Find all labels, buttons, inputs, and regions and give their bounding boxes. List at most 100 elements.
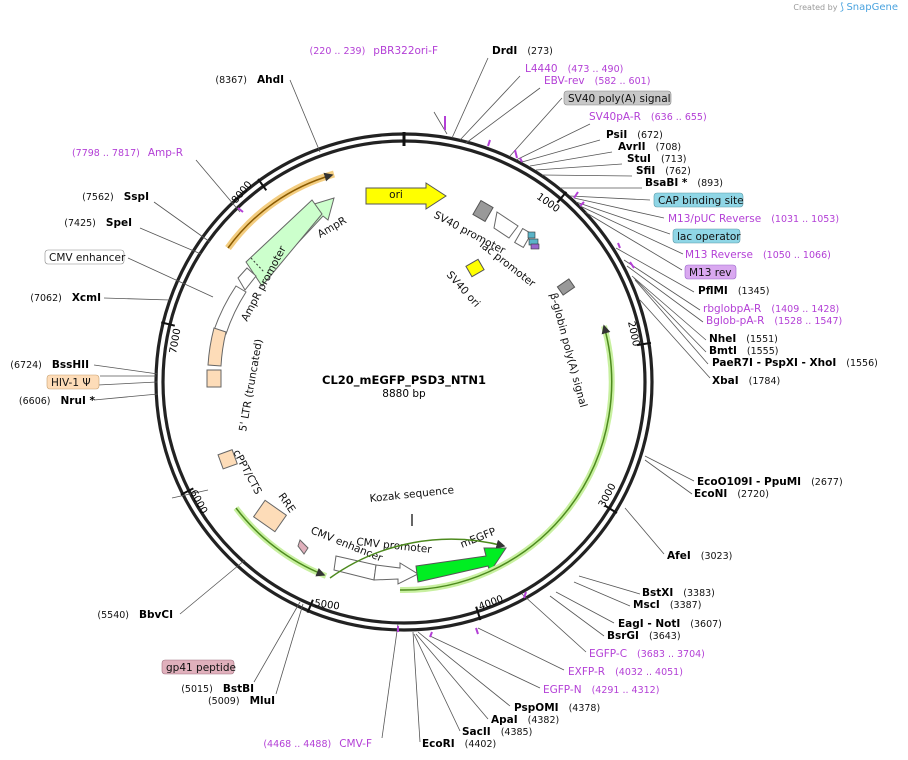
- leader-line: [579, 205, 684, 255]
- site-ecoo109i: EcoO109I - PpuMI(2677): [697, 476, 843, 488]
- site-drdi: DrdI(273): [492, 45, 553, 57]
- lac-operator-box-text: lac operator: [677, 231, 741, 243]
- ori-label: ori: [389, 189, 403, 201]
- leader-line: [521, 593, 587, 653]
- site-noti: EagI - NotI(3607): [618, 618, 722, 630]
- primer-egfp-n: EGFP-N(4291 .. 4312): [543, 684, 659, 696]
- site-pspomi: PspOMI(4378): [514, 702, 600, 714]
- tick-marks: [160, 132, 652, 621]
- primer-mark: [519, 157, 523, 163]
- leader-line: [171, 489, 209, 499]
- leader-line: [541, 174, 633, 177]
- leader-line: [451, 57, 489, 139]
- lac-operator-box: [672, 228, 741, 244]
- leader-lines: [93, 57, 711, 743]
- leader-line: [575, 201, 671, 235]
- leader-line: [417, 631, 511, 707]
- leader-line: [626, 265, 704, 323]
- primer-mark: [237, 207, 244, 213]
- leader-line: [415, 633, 489, 720]
- site-stui: StuI(713): [627, 153, 687, 165]
- site-spei: (7425)SpeI: [64, 217, 132, 229]
- primer-amp-r: (7798 .. 7817)Amp-R: [72, 147, 183, 159]
- site-bsrgi: BsrGI(3643): [607, 630, 681, 642]
- site-bsabi: BsaBI *(893): [645, 177, 723, 189]
- leader-line: [549, 595, 605, 637]
- site-pflmi: PflMI(1345): [698, 285, 769, 297]
- leader-line: [413, 633, 461, 732]
- leader-line: [459, 75, 521, 141]
- leader-line: [584, 211, 683, 271]
- leader-line: [433, 111, 448, 135]
- leader-line: [127, 257, 214, 298]
- leader-line: [529, 151, 613, 167]
- leader-line: [573, 197, 665, 219]
- site-bstxi: BstXI(3383): [642, 587, 715, 599]
- cppt-label: cPPT/CTS: [230, 448, 264, 497]
- orf-arrow-left: [235, 507, 326, 577]
- leader-line: [381, 623, 399, 739]
- tick-mark: [556, 191, 568, 204]
- m13-rev-box: [684, 264, 737, 280]
- site-ecori: EcoRI(4402): [422, 738, 496, 750]
- site-sfii: SfiI(762): [636, 165, 691, 177]
- leader-line: [631, 275, 707, 341]
- site-mlui: (5009)MluI: [208, 695, 275, 707]
- tick-5000: 5000: [314, 598, 341, 612]
- leader-line: [515, 123, 591, 161]
- created-by-text: Created by: [793, 3, 838, 12]
- site-bbvci: (5540)BbvCI: [97, 609, 173, 621]
- leader-line: [179, 559, 246, 615]
- orf-arrow-bottom: [329, 538, 506, 579]
- restriction-sites: DrdI(273) PsiI(672) AvrII(708) StuI(713)…: [10, 45, 878, 750]
- leader-line: [275, 603, 304, 695]
- gp41-feature: [297, 539, 309, 555]
- primer-m13-reverse: M13 Reverse(1050 .. 1066): [685, 249, 831, 261]
- tick-2000: 2000: [625, 320, 641, 347]
- primer-mark: [514, 149, 518, 159]
- ampr-feature-body: [245, 199, 323, 287]
- leader-line: [465, 87, 541, 144]
- primer-pbr322ori-f: (220 .. 239)pBR322ori-F: [310, 45, 438, 57]
- megfp-feature: [415, 547, 507, 583]
- leader-line: [521, 139, 601, 163]
- sv40-promoter-feature: [493, 211, 519, 239]
- leader-line: [103, 297, 171, 301]
- created-by-snapgene: Created by ⟆ SnapGene: [793, 2, 898, 13]
- cmv-enhancer-box-text: CMV enhancer: [49, 252, 126, 264]
- site-bsshii: (6724)BssHII: [10, 359, 89, 371]
- cmv-promoter-feature: [373, 562, 420, 585]
- leader-line: [97, 381, 158, 386]
- lac-promoter-feature: [513, 227, 533, 249]
- tick-mark: [636, 341, 652, 347]
- tick-mark: [475, 606, 482, 621]
- leader-line: [555, 591, 615, 624]
- tick-mark: [160, 321, 176, 327]
- primer-mark: [573, 191, 579, 199]
- primer-rbglobpa-r: rbglobpA-R(1409 .. 1428): [703, 303, 839, 315]
- primer-egfp-c: EGFP-C(3683 .. 3704): [589, 648, 705, 660]
- primer-mark: [579, 201, 585, 207]
- primer-mark: [429, 631, 433, 638]
- primer-ebv-rev: EBV-rev(582 .. 601): [544, 75, 650, 87]
- boxed-labels: SV40 poly(A) signal CAP binding site lac…: [44, 90, 744, 675]
- sv40-ori-label: SV40 ori: [444, 269, 483, 310]
- site-xhoi: PaeR7I - PspXI - XhoI(1556): [712, 357, 878, 369]
- site-sspi: (7562)SspI: [82, 191, 149, 203]
- leader-line: [634, 279, 709, 365]
- leader-line: [195, 159, 241, 213]
- leader-line: [412, 631, 421, 743]
- hiv-psi-box-text: HIV-1 Ψ: [51, 377, 91, 389]
- site-xcmi: (7062)XcmI: [30, 292, 101, 304]
- ltr-label: 5' LTR (truncated): [237, 338, 265, 432]
- leader-line: [615, 247, 695, 293]
- tick-mark: [257, 178, 268, 191]
- site-nhei: NheI(1551): [709, 333, 778, 345]
- leader-line: [639, 299, 711, 379]
- leader-line: [578, 575, 641, 595]
- sv40-polya-feature: [472, 199, 494, 223]
- leader-line: [509, 97, 563, 157]
- ori-feature: [365, 182, 447, 210]
- sv40-polya-box: [563, 90, 672, 106]
